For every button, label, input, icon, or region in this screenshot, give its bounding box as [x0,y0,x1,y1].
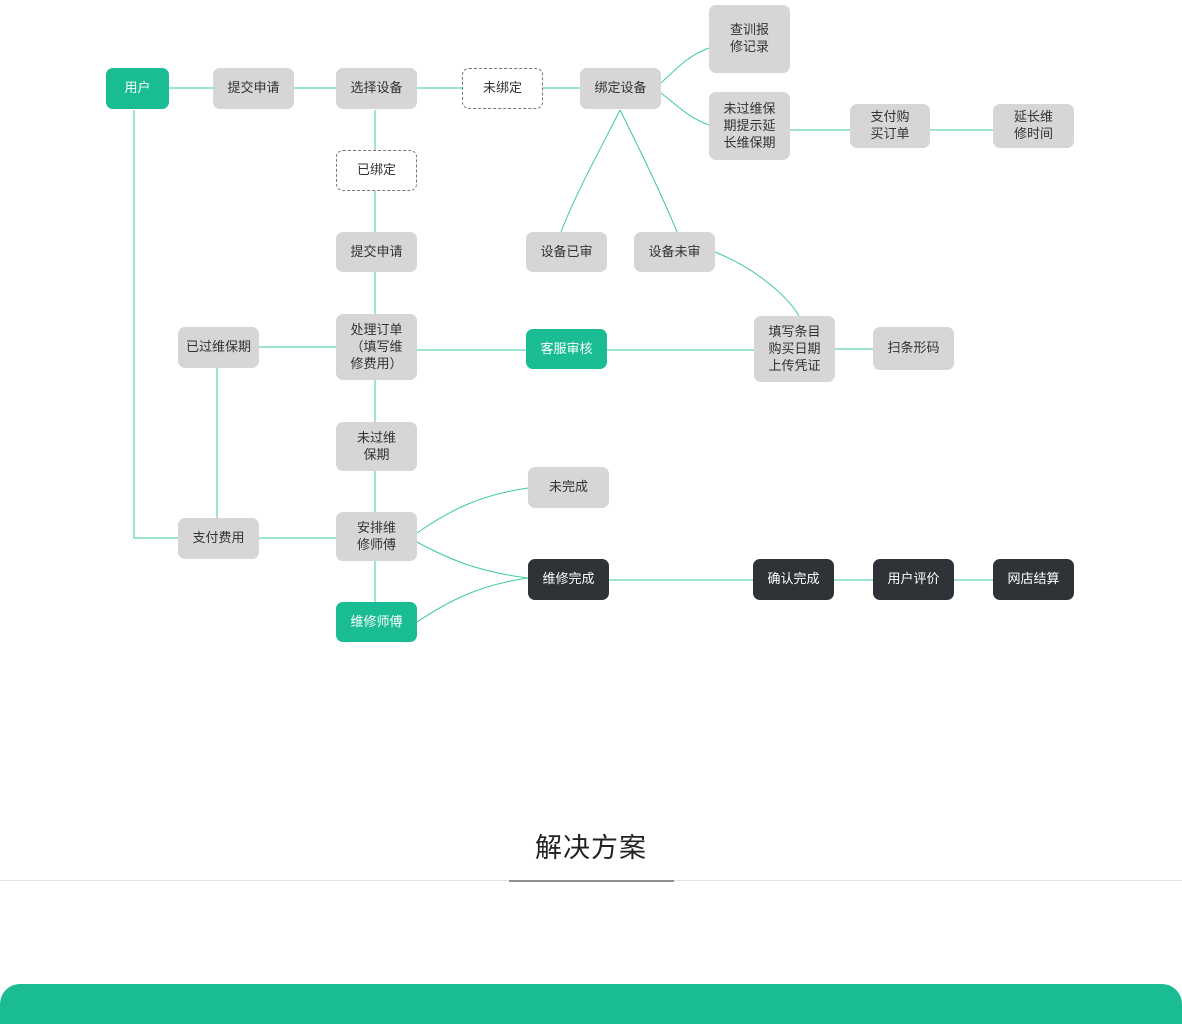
node-not-completed: 未完成 [528,467,609,508]
section-title: 解决方案 [535,833,647,864]
bottom-banner [0,984,1182,1024]
edge-bind-prompt [660,92,710,126]
node-not-expired-warranty: 未过维 保期 [336,422,417,471]
node-device-not-reviewed: 设备未审 [634,232,715,272]
node-unbound: 未绑定 [462,68,543,109]
edge-bind-reviewed [560,109,621,233]
node-user-review: 用户评价 [873,559,954,600]
node-arrange-technician: 安排维 修师傅 [336,512,417,561]
edge-bind-query [660,47,710,84]
flow-diagram: 用户 提交申请 选择设备 未绑定 绑定设备 查训报 修记录 未过维保 期提示延 … [106,5,1074,642]
node-fill-purchase-info: 填写条目 购买日期 上传凭证 [754,316,835,382]
node-scan-barcode: 扫条形码 [873,327,954,370]
edge-user-pay [133,110,178,539]
node-pay-fee: 支付费用 [178,518,259,559]
node-submit-request-2: 提交申请 [336,232,417,272]
edge-arrange-notcompleted [416,487,529,534]
edge-bind-notreviewed [619,109,678,233]
node-submit-request: 提交申请 [213,68,294,109]
node-not-expired-prompt: 未过维保 期提示延 长维保期 [709,92,790,160]
edge-notreviewed-fill [714,251,800,317]
node-select-device: 选择设备 [336,68,417,109]
node-technician: 维修师傅 [336,602,417,642]
node-shop-settlement: 网店结算 [993,559,1074,600]
node-confirm-done: 确认完成 [753,559,834,600]
connector-lines [133,47,993,623]
node-bound: 已绑定 [336,150,417,191]
node-pay-purchase: 支付购 买订单 [850,104,930,148]
title-underline [509,880,674,882]
node-extend-time: 延长维 修时间 [993,104,1074,148]
node-cs-review: 客服审核 [526,329,607,369]
node-bind-device: 绑定设备 [580,68,661,109]
node-query-records: 查训报 修记录 [709,5,790,73]
node-device-reviewed: 设备已审 [526,232,607,272]
node-expired-warranty: 已过维保期 [178,327,259,368]
node-process-order: 处理订单 （填写维 修费用） [336,314,417,380]
edge-arrange-repairdone [416,541,529,579]
node-repair-done: 维修完成 [528,559,609,600]
node-user: 用户 [106,68,169,109]
edge-technician-repairdone [416,577,529,623]
